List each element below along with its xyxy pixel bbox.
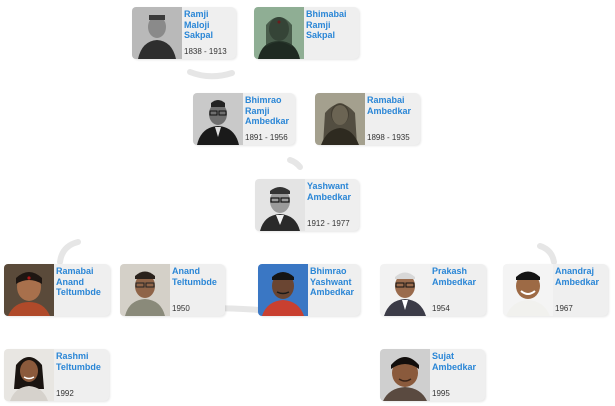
- person-card-bhimrao-yashwant-ambedkar[interactable]: Bhimrao Yashwant Ambedkar: [258, 264, 360, 316]
- portrait-color-man-blue: [258, 264, 308, 316]
- portrait-bw-man: [132, 7, 182, 59]
- person-years: 1967: [555, 304, 573, 313]
- person-name[interactable]: Ramji Maloji Sakpal: [184, 9, 214, 40]
- person-card-ramabai-anand-teltumbde[interactable]: Ramabai Anand Teltumbde: [4, 264, 110, 316]
- portrait-color-man-smile: [503, 264, 553, 316]
- person-years: 1995: [432, 389, 450, 398]
- person-name[interactable]: Rashmi Teltumbde: [56, 351, 101, 372]
- person-card-rashmi-teltumbde[interactable]: Rashmi Teltumbde 1992: [4, 349, 109, 401]
- person-years: 1891 - 1956: [245, 133, 288, 142]
- person-name[interactable]: Bhimrao Ramji Ambedkar: [245, 95, 290, 126]
- person-card-anandraj-ambedkar[interactable]: Anandraj Ambedkar 1967: [503, 264, 608, 316]
- person-years: 1992: [56, 389, 74, 398]
- portrait-woman-green: [254, 7, 304, 59]
- portrait-bw-woman: [315, 93, 365, 145]
- portrait-bw-man-glasses: [193, 93, 243, 145]
- person-name[interactable]: Ramabai Ambedkar: [367, 95, 412, 116]
- connector-gen1-gen2: [187, 69, 235, 80]
- person-name[interactable]: Prakash Ambedkar: [432, 266, 477, 287]
- person-card-bhimabai-ramji-sakpal[interactable]: Bhimabai Ramji Sakpal: [254, 7, 359, 59]
- person-name[interactable]: Yashwant Ambedkar: [307, 181, 352, 202]
- portrait-color-woman: [4, 264, 54, 316]
- person-years: 1950: [172, 304, 190, 313]
- person-card-ramabai-ambedkar[interactable]: Ramabai Ambedkar 1898 - 1935: [315, 93, 420, 145]
- person-card-anand-teltumbde[interactable]: Anand Teltumbde 1950: [120, 264, 225, 316]
- person-years: 1954: [432, 304, 450, 313]
- person-years: 1912 - 1977: [307, 219, 350, 228]
- person-name[interactable]: Bhimabai Ramji Sakpal: [306, 9, 347, 40]
- portrait-color-man-glasses: [380, 264, 430, 316]
- person-name[interactable]: Ramabai Anand Teltumbde: [56, 266, 101, 297]
- portrait-color-man-glasses: [120, 264, 170, 316]
- person-card-ramji-maloji-sakpal[interactable]: Ramji Maloji Sakpal 1838 - 1913: [132, 7, 236, 59]
- person-name[interactable]: Anandraj Ambedkar: [555, 266, 600, 287]
- person-card-prakash-ambedkar[interactable]: Prakash Ambedkar 1954: [380, 264, 486, 316]
- portrait-color-young-man: [380, 349, 430, 401]
- person-years: 1838 - 1913: [184, 47, 227, 56]
- portrait-color-girl: [4, 349, 54, 401]
- connector-gen4-left: [57, 239, 81, 265]
- person-name[interactable]: Anand Teltumbde: [172, 266, 217, 287]
- portrait-bw-man-glasses: [255, 179, 305, 231]
- person-years: 1898 - 1935: [367, 133, 410, 142]
- connector-gen2-gen3: [287, 157, 303, 170]
- connector-gen4-right: [537, 243, 557, 265]
- person-card-sujat-ambedkar[interactable]: Sujat Ambedkar 1995: [380, 349, 485, 401]
- person-name[interactable]: Sujat Ambedkar: [432, 351, 477, 372]
- person-card-bhimrao-ramji-ambedkar[interactable]: Bhimrao Ramji Ambedkar 1891 - 1956: [193, 93, 295, 145]
- person-name[interactable]: Bhimrao Yashwant Ambedkar: [310, 266, 355, 297]
- person-card-yashwant-ambedkar[interactable]: Yashwant Ambedkar 1912 - 1977: [255, 179, 359, 231]
